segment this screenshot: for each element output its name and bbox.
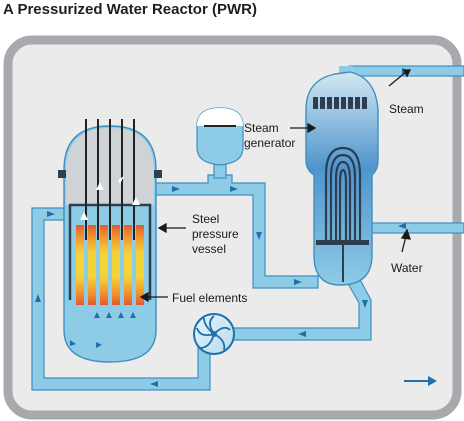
label-fuel-elements: Fuel elements <box>172 291 247 305</box>
label-water: Water <box>391 261 423 275</box>
fuel-elements <box>76 225 144 305</box>
steam-generator <box>305 71 379 286</box>
label-steel-vessel-line1: Steel <box>192 212 219 226</box>
feedwater-pipe <box>361 222 464 234</box>
label-leaders <box>139 69 412 303</box>
pressurizer <box>196 107 244 179</box>
label-steam-generator-line2: generator <box>244 136 295 150</box>
diagram-title: A Pressurized Water Reactor (PWR) <box>3 1 257 18</box>
label-steel-vessel-line3: vessel <box>192 242 226 256</box>
label-steam: Steam <box>389 102 424 116</box>
label-steam-generator-line1: Steam <box>244 121 279 135</box>
hot-leg-pipe <box>149 174 319 289</box>
label-steel-vessel-line2: pressure <box>192 227 239 241</box>
pump-icon <box>193 313 235 355</box>
